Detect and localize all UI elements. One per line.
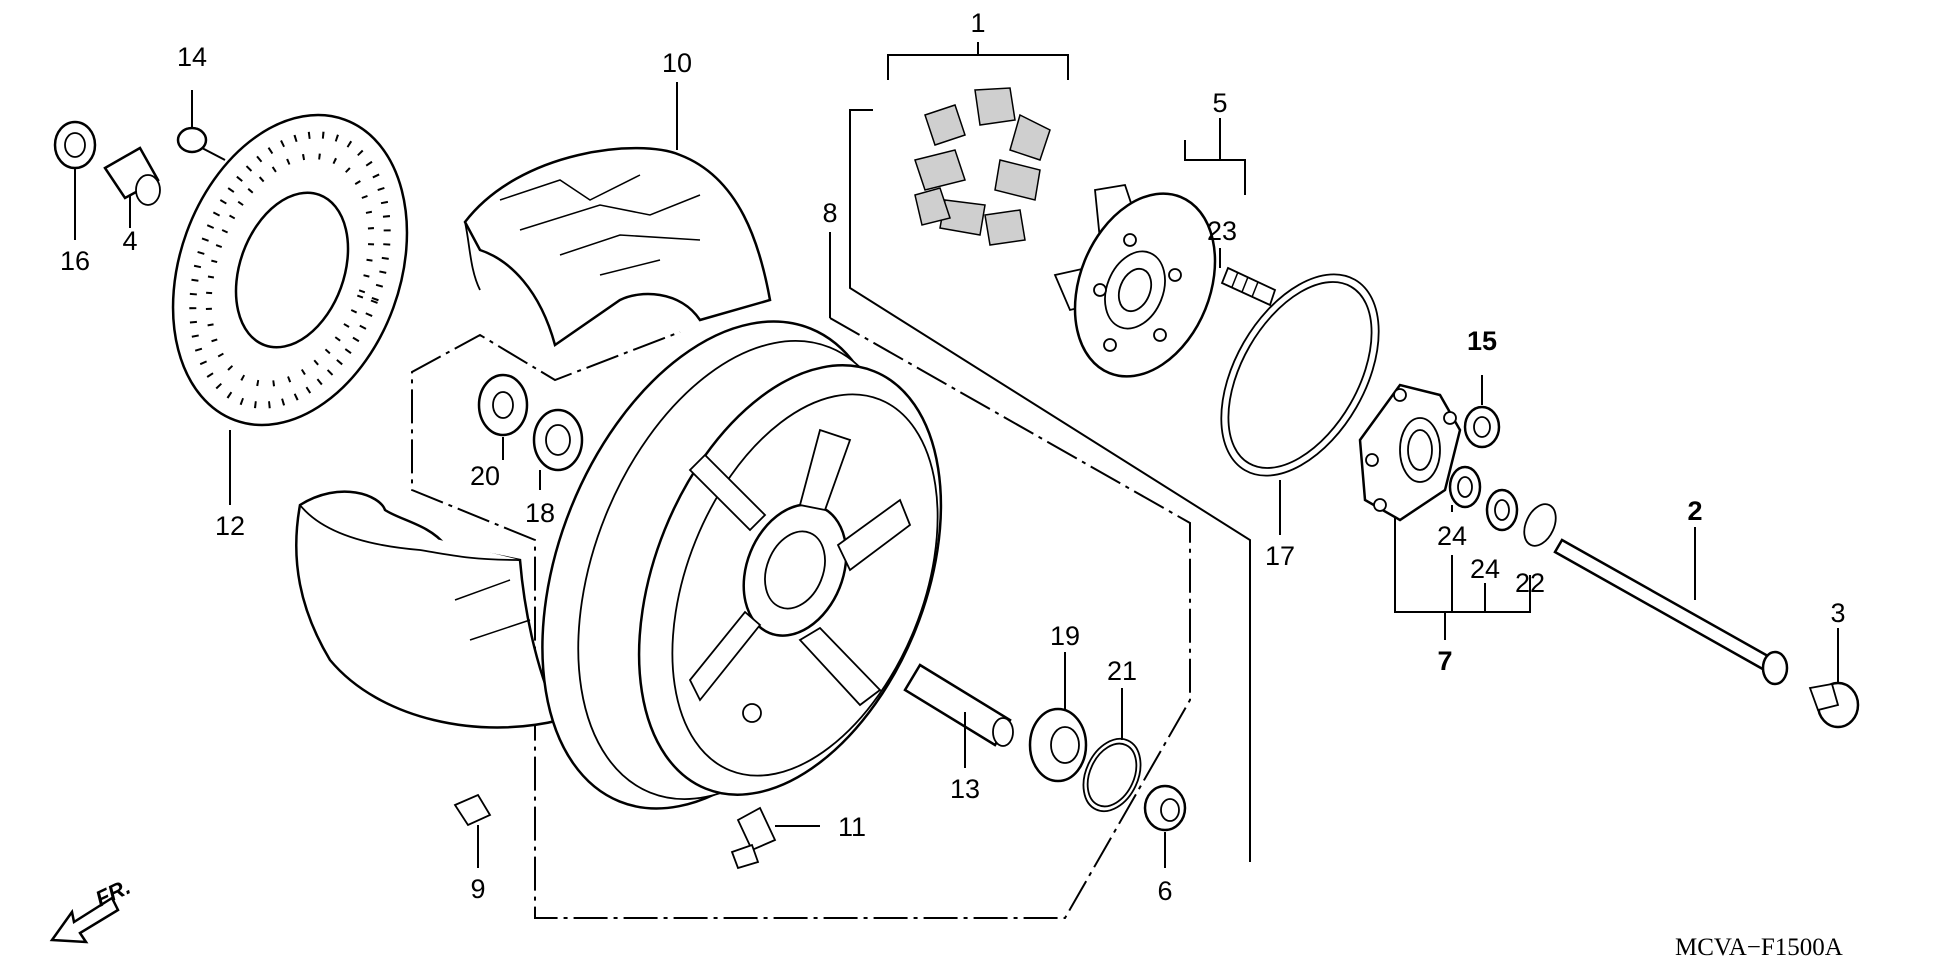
driven-flange: [1053, 183, 1217, 378]
callout-24a: 24: [1437, 521, 1467, 551]
callout-23: 23: [1207, 216, 1237, 246]
callout-19: 19: [1050, 621, 1080, 651]
bolt-14: [176, 126, 226, 161]
callout-12: 12: [215, 511, 245, 541]
bracket-7: [1394, 510, 1531, 613]
callout-15: 15: [1467, 326, 1497, 356]
callout-8: 8: [822, 198, 837, 228]
callout-11: 11: [838, 812, 866, 842]
tire-section: [295, 490, 562, 729]
callout-21: 21: [1107, 656, 1137, 686]
o-ring-21: [1082, 737, 1142, 813]
callout-16: 16: [60, 246, 90, 276]
axle-nut-3: [1808, 681, 1860, 729]
bracket-1: [887, 54, 1069, 80]
cush-rubbers: [914, 87, 1051, 246]
callout-22: 22: [1515, 568, 1545, 598]
callout-24b: 24: [1470, 554, 1500, 584]
callout-3: 3: [1830, 598, 1845, 628]
o-ring-22: [1523, 503, 1557, 547]
bearing-18: [532, 408, 584, 472]
bracket-8: [849, 109, 1251, 862]
wheel-group-outline: [411, 317, 1191, 919]
callout-1: 1: [970, 8, 985, 38]
final-driven-flange: [1358, 383, 1462, 522]
callout-13: 13: [950, 774, 980, 804]
stud-bolt: [1220, 266, 1277, 307]
callout-2: 2: [1687, 496, 1702, 526]
wheel-rim: [541, 320, 943, 810]
callout-18: 18: [525, 498, 555, 528]
bearing-24a: [1448, 465, 1482, 509]
dust-seal-6: [1143, 784, 1187, 832]
valve-11: [730, 806, 777, 870]
collar-15: [1463, 405, 1501, 449]
flange-nut-16: [53, 120, 97, 170]
brake-disc: [171, 113, 409, 427]
rear-tire: [463, 146, 772, 348]
front-arrow-icon: [49, 896, 120, 944]
callout-7: 7: [1437, 646, 1452, 676]
distance-collar-13: [903, 663, 1014, 747]
callout-20: 20: [470, 461, 500, 491]
callout-9: 9: [470, 874, 485, 904]
bearing-24b: [1485, 488, 1519, 532]
axle-2: [1553, 538, 1789, 686]
snap-ring: [1220, 273, 1380, 477]
callout-14: 14: [177, 42, 207, 72]
callout-6: 6: [1157, 876, 1172, 906]
clip-9: [453, 793, 492, 827]
leader-lines: [74, 82, 1839, 868]
callout-5: 5: [1212, 88, 1227, 118]
callout-10: 10: [662, 48, 692, 78]
callout-17: 17: [1265, 541, 1295, 571]
bracket-5: [1184, 140, 1246, 195]
collar-4: [103, 146, 161, 206]
bearing-19: [1028, 707, 1088, 783]
bearing-20: [477, 373, 529, 437]
diagram-code: MCVA−F1500A: [1675, 934, 1843, 961]
callout-4: 4: [122, 226, 137, 256]
